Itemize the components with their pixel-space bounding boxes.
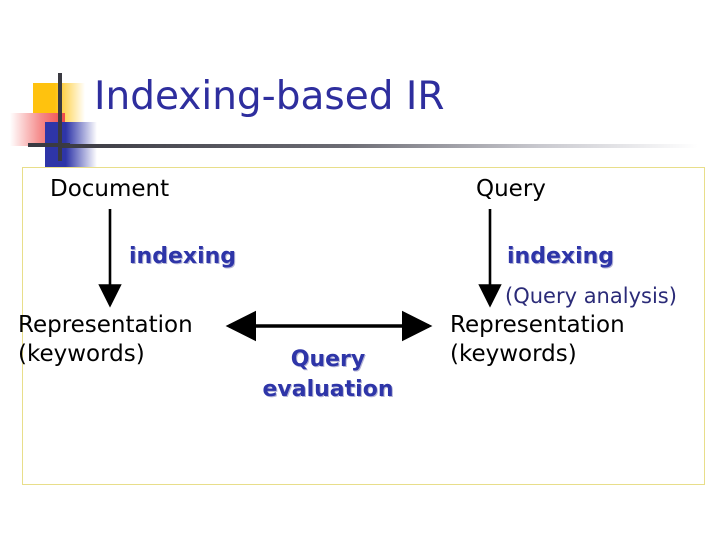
query-evaluation-label: Query evaluation (262, 347, 394, 402)
query-analysis-subtitle: (Query analysis) (505, 284, 677, 308)
document-indexing-label: indexing (129, 244, 237, 269)
crosshair-vertical-line (58, 73, 62, 161)
query-representation-label: Representation (keywords) (450, 312, 625, 367)
document-column-header: Document (50, 176, 170, 202)
query-column-header: Query (476, 176, 546, 202)
title-underline-rule (62, 144, 698, 148)
query-indexing-label: indexing (507, 244, 615, 269)
crosshair-horizontal-line (28, 143, 70, 147)
document-representation-label: Representation (keywords) (18, 312, 193, 367)
page-title: Indexing-based IR (94, 74, 445, 119)
